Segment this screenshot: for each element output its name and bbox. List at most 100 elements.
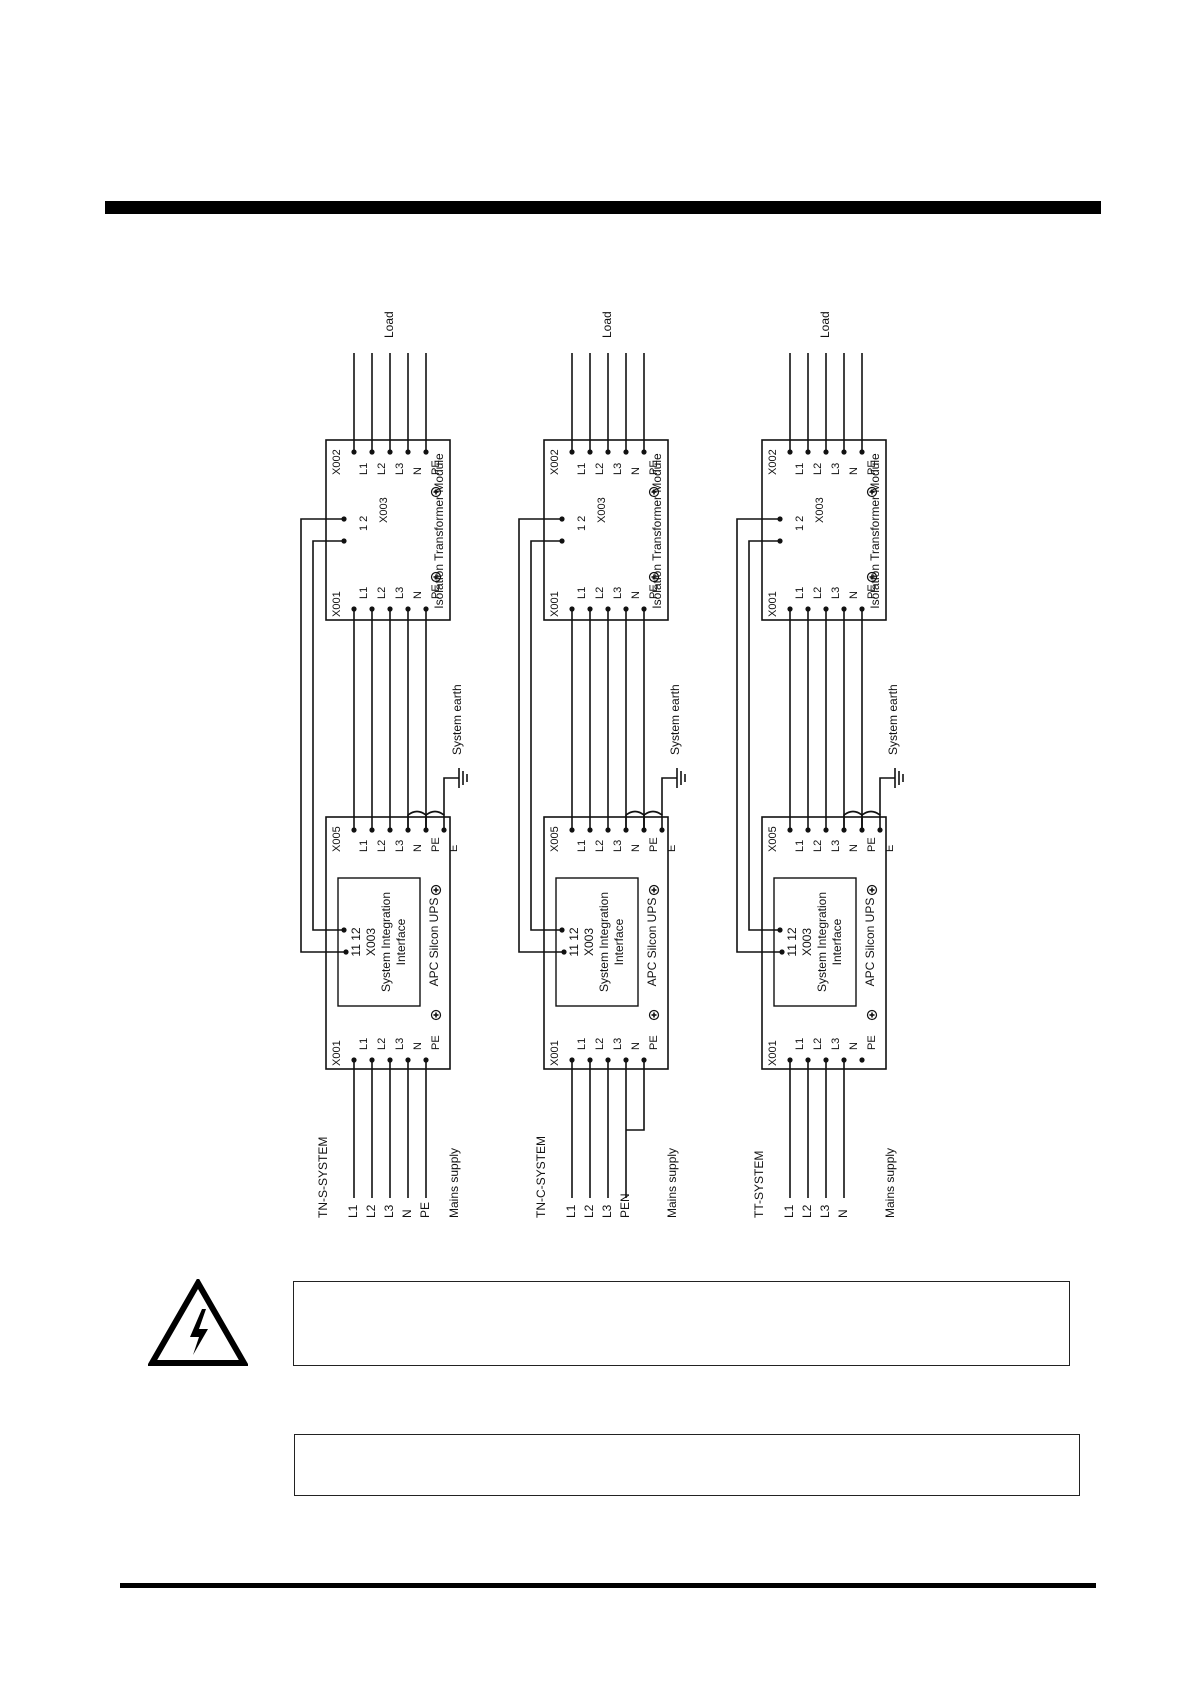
label: System Integration <box>379 892 393 992</box>
protective-earth-icon <box>430 486 442 498</box>
terminal-dot <box>387 1057 393 1063</box>
label: L1 <box>782 1204 796 1218</box>
label: L2 <box>812 1038 824 1050</box>
label: L1 <box>794 840 806 852</box>
ups-box <box>325 816 451 1070</box>
terminal-dot <box>369 1057 375 1063</box>
label: L2 <box>594 587 606 599</box>
label: TT-SYSTEM <box>752 1151 766 1218</box>
terminal-dot <box>641 1057 647 1063</box>
label: L3 <box>612 463 624 475</box>
label: Load <box>600 311 614 338</box>
label: PE <box>430 1035 442 1050</box>
label: 1 2 <box>358 516 370 531</box>
label: L1 <box>576 1038 588 1050</box>
terminal-dot <box>805 1057 811 1063</box>
label: System Integration <box>815 892 829 992</box>
label: L1 <box>358 587 370 599</box>
terminal-dot <box>841 1057 847 1063</box>
label: N <box>412 591 424 599</box>
bridge <box>407 810 427 830</box>
wire <box>312 540 344 931</box>
label: L3 <box>612 1038 624 1050</box>
label: PE <box>430 460 442 475</box>
wire <box>300 518 346 953</box>
label: L2 <box>376 587 388 599</box>
terminal-dot <box>641 606 647 612</box>
label: 1 2 <box>794 516 806 531</box>
label: N <box>630 1042 642 1050</box>
label: TN-S-SYSTEM <box>316 1137 330 1218</box>
terminal-dot <box>423 606 429 612</box>
label: L3 <box>830 840 842 852</box>
wire <box>748 540 780 931</box>
earth-symbol <box>676 768 686 788</box>
terminal-dot <box>351 606 357 612</box>
terminal-dot <box>823 1057 829 1063</box>
label: PE <box>648 460 660 475</box>
label: X001 <box>331 591 343 617</box>
label: L3 <box>394 587 406 599</box>
label: Load <box>382 311 396 338</box>
label: L1 <box>794 1038 806 1050</box>
terminal-dot <box>351 1057 357 1063</box>
label: Mains supply <box>447 1148 461 1218</box>
label: System earth <box>668 684 682 755</box>
label: X001 <box>549 591 561 617</box>
label: X003 <box>364 928 378 956</box>
itm-box <box>325 439 451 621</box>
wire <box>879 777 895 815</box>
warning-box <box>293 1281 1070 1366</box>
interface-box <box>337 877 421 1007</box>
label: X002 <box>331 449 343 475</box>
label: APC Silcon UPS <box>645 898 659 987</box>
terminal-dot <box>877 827 883 833</box>
label: Isolation Transformer Module <box>432 453 446 609</box>
label: N <box>848 1042 860 1050</box>
label: PE <box>648 584 660 599</box>
label: X001 <box>767 1040 779 1066</box>
label: PE <box>430 584 442 599</box>
wire <box>518 518 564 953</box>
label: N <box>412 844 424 852</box>
top-rule <box>105 201 1101 214</box>
label: L2 <box>800 1204 814 1218</box>
label: X003 <box>378 497 390 523</box>
label: N <box>848 591 860 599</box>
label: X003 <box>814 497 826 523</box>
label: PE <box>866 1035 878 1050</box>
itm-box <box>761 439 887 621</box>
label: X001 <box>331 1040 343 1066</box>
protective-earth-icon <box>866 1009 878 1021</box>
itm-box <box>543 439 669 621</box>
protective-earth-icon <box>648 884 660 896</box>
label: N <box>412 1042 424 1050</box>
wire <box>443 777 459 815</box>
label: L3 <box>830 587 842 599</box>
label: L2 <box>594 840 606 852</box>
label: L1 <box>564 1204 578 1218</box>
label: L1 <box>358 1038 370 1050</box>
terminal-dot <box>623 606 629 612</box>
label: 11 12 <box>349 927 363 956</box>
protective-earth-icon <box>430 1009 442 1021</box>
label: L3 <box>600 1204 614 1218</box>
bridge <box>643 810 663 830</box>
label: APC Silcon UPS <box>863 898 877 987</box>
terminal-dot <box>787 1057 793 1063</box>
label: L2 <box>582 1204 596 1218</box>
terminal-dot <box>787 606 793 612</box>
protective-earth-icon <box>648 571 660 583</box>
label: E <box>448 845 460 852</box>
terminal-dot <box>777 538 783 544</box>
terminal-dot <box>405 1057 411 1063</box>
terminal-dot <box>777 516 783 522</box>
terminal-dot <box>405 606 411 612</box>
label: X001 <box>549 1040 561 1066</box>
protective-earth-icon <box>648 486 660 498</box>
label: L3 <box>394 840 406 852</box>
terminal-dot <box>423 1057 429 1063</box>
label: Isolation Transformer Module <box>868 453 882 609</box>
